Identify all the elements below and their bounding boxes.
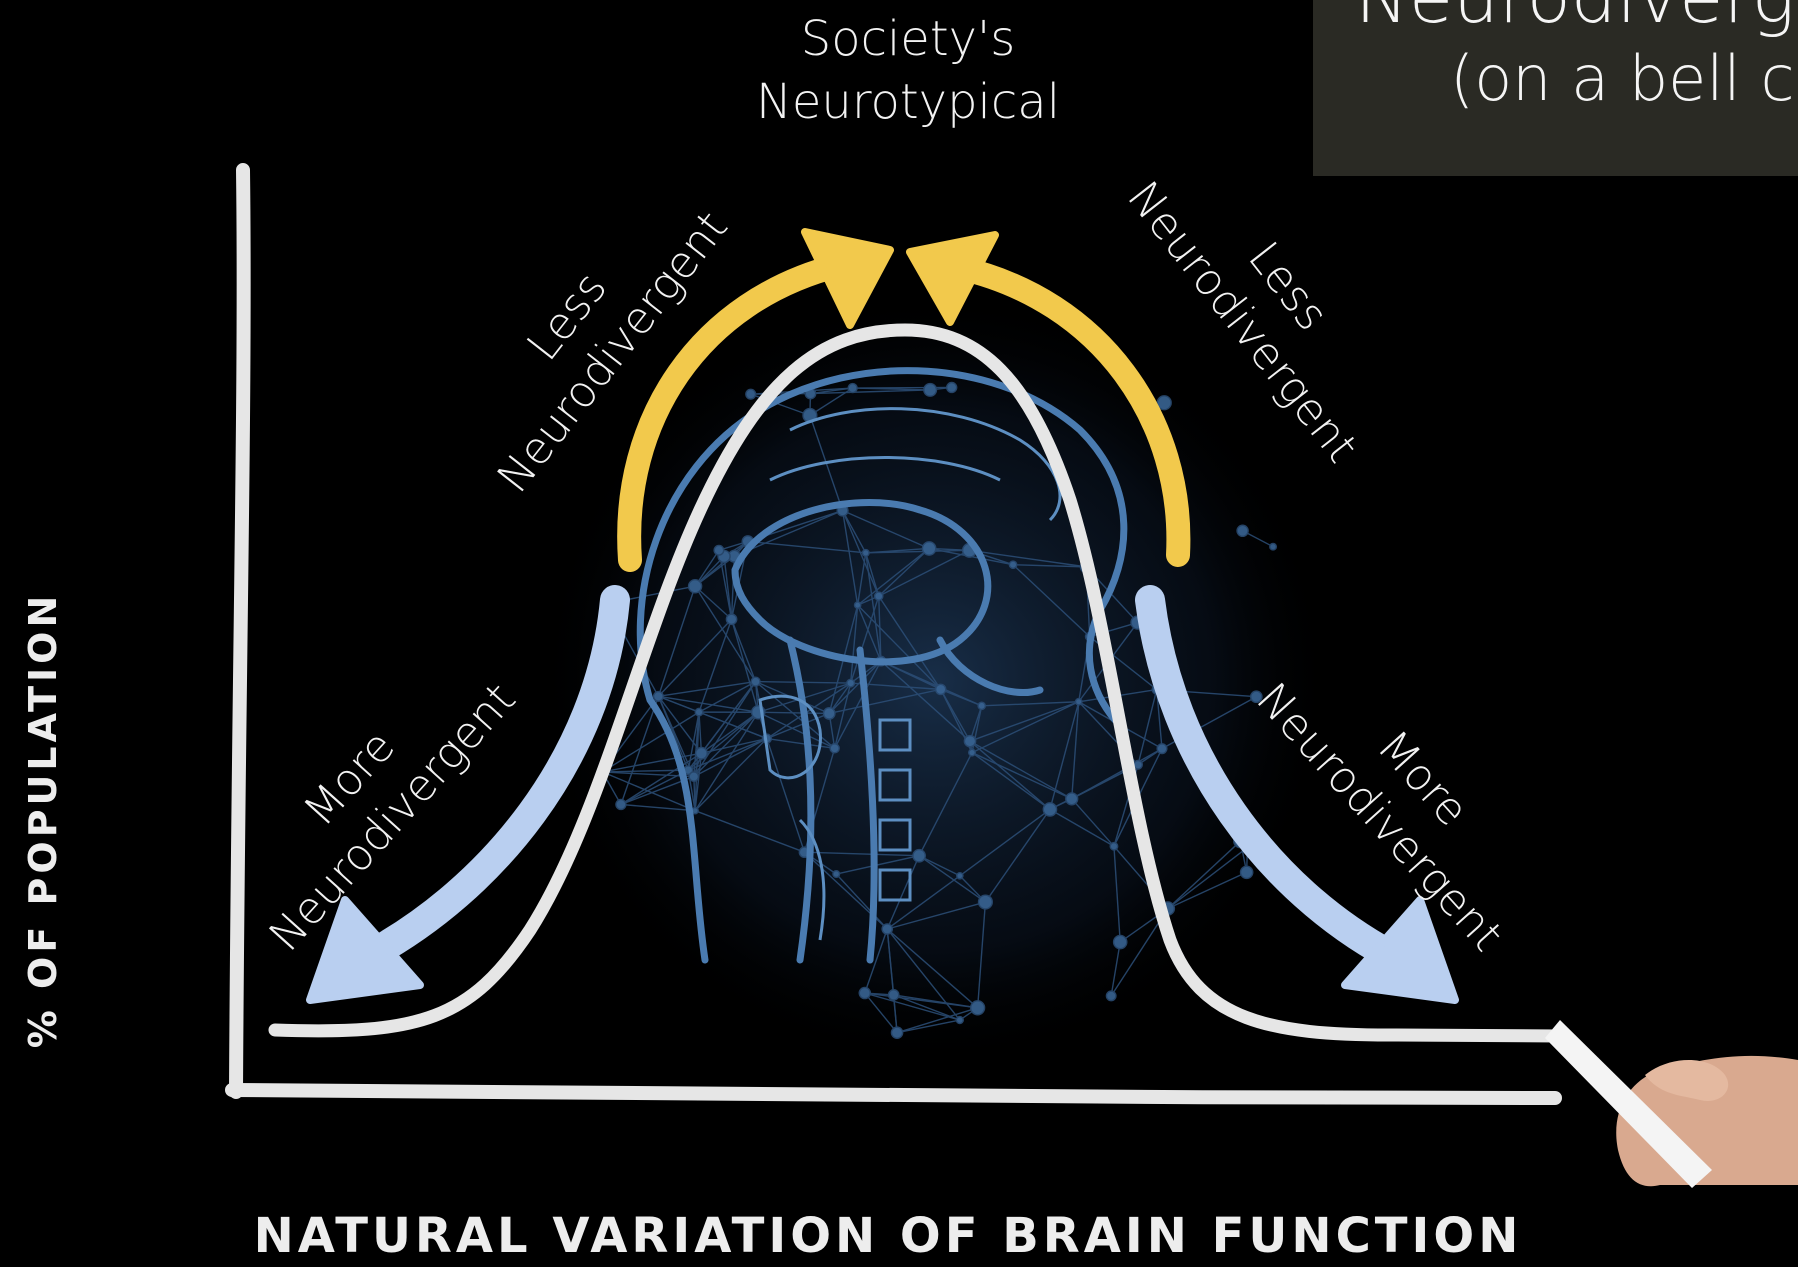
network-node <box>889 990 899 1000</box>
network-node <box>913 850 925 862</box>
network-node <box>689 772 698 781</box>
network-node <box>726 614 736 624</box>
network-node <box>936 684 946 694</box>
network-node <box>859 987 870 998</box>
y-axis-title: % OF POPULATION <box>21 592 65 1049</box>
network-node <box>971 1001 985 1015</box>
network-node <box>714 545 724 555</box>
title-card: Neurodivergence (on a bell curve) <box>1313 0 1798 176</box>
title-line-1: Neurodivergence <box>1355 0 1798 39</box>
network-node <box>848 384 857 393</box>
network-node <box>969 749 976 756</box>
network-node <box>1157 744 1167 754</box>
neurotypical-label: Society's Neurotypical <box>756 11 1060 130</box>
network-node <box>882 924 892 934</box>
neurotypical-label-line-1: Society's <box>801 11 1016 67</box>
network-node <box>1106 991 1116 1001</box>
network-node <box>616 799 626 809</box>
network-node <box>924 384 937 397</box>
network-node <box>824 708 835 719</box>
network-node <box>833 871 840 878</box>
network-node <box>751 677 760 686</box>
network-node <box>922 542 935 555</box>
network-node <box>956 1017 963 1024</box>
network-node <box>957 873 963 879</box>
network-node <box>746 389 756 399</box>
network-node <box>1066 793 1078 805</box>
network-node <box>1043 803 1056 816</box>
network-node <box>1110 843 1117 850</box>
network-node <box>654 692 664 702</box>
title-line-2: (on a bell curve) <box>1450 42 1798 115</box>
network-node <box>696 747 708 759</box>
network-node <box>891 1027 902 1038</box>
left-more-neurodivergent-label: More Neurodivergent <box>216 635 525 961</box>
network-node <box>1114 935 1127 948</box>
hand-with-chalk <box>1545 1020 1798 1188</box>
network-node <box>1241 866 1253 878</box>
network-node <box>979 895 993 909</box>
y-axis-line <box>236 170 244 1092</box>
network-node <box>862 550 869 557</box>
network-node <box>695 708 702 715</box>
network-node <box>1237 525 1248 536</box>
network-node <box>847 679 855 687</box>
x-axis-title: NATURAL VARIATION OF BRAIN FUNCTION <box>254 1208 1523 1264</box>
network-node <box>978 702 985 709</box>
x-axis-line <box>232 1090 1555 1098</box>
network-node <box>964 736 975 747</box>
network-node <box>875 592 883 600</box>
network-node <box>947 382 957 392</box>
network-node <box>830 744 839 753</box>
neurotypical-label-line-2: Neurotypical <box>756 74 1060 130</box>
network-node <box>854 602 860 608</box>
network-node <box>1270 543 1277 550</box>
network-node <box>689 580 702 593</box>
left-more-label-line-2: Neurodivergent <box>260 674 526 962</box>
network-node <box>1075 699 1081 705</box>
network-node <box>1009 561 1016 568</box>
